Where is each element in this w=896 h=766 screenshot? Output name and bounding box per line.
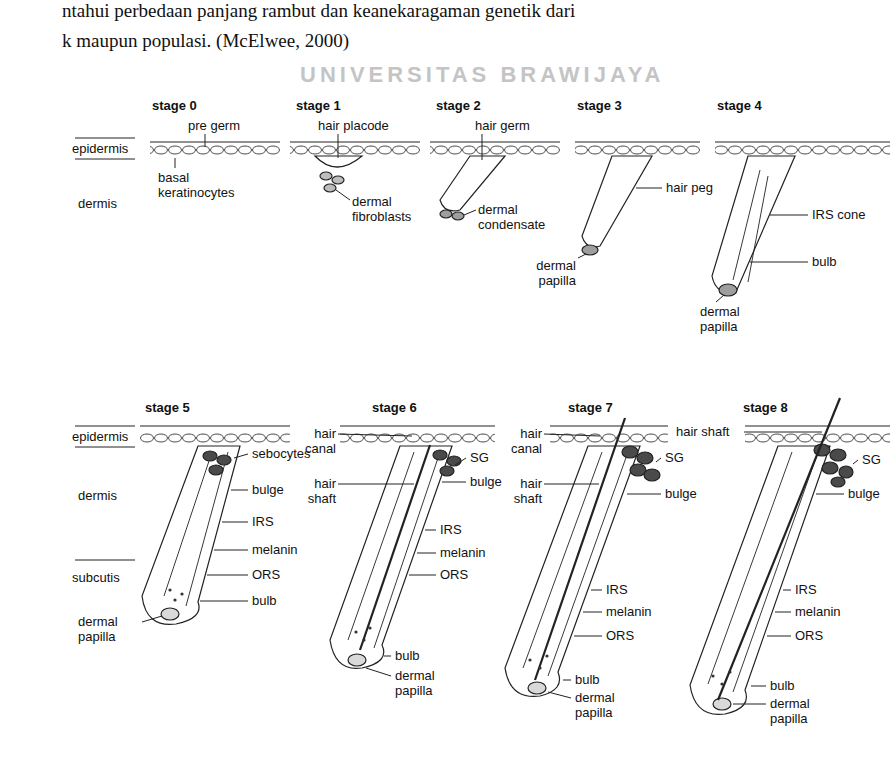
stage-label: stage 8 — [743, 400, 788, 415]
part-label: hair peg — [666, 180, 713, 195]
stage-label: stage 4 — [717, 98, 762, 113]
part-label: dermal papilla — [395, 668, 455, 698]
part-label: bulb — [770, 678, 795, 693]
part-label: bulb — [252, 593, 277, 608]
part-label: bulge — [665, 486, 697, 501]
part-label: hair germ — [475, 118, 530, 133]
part-label: hair shaft — [676, 424, 729, 439]
part-label: dermal papilla — [520, 258, 576, 288]
part-label: bulge — [470, 474, 502, 489]
part-label: ORS — [440, 567, 468, 582]
part-label: ORS — [606, 628, 634, 643]
stage-label: stage 6 — [372, 400, 417, 415]
part-label: hair canal — [296, 426, 336, 456]
stage-label: stage 5 — [145, 400, 190, 415]
stage-label: stage 2 — [436, 98, 481, 113]
part-label: dermal papilla — [575, 690, 635, 720]
part-label: dermal papilla — [700, 304, 760, 334]
part-label: pre germ — [188, 118, 240, 133]
part-label: dermal papilla — [770, 696, 830, 726]
part-label: dermal fibroblasts — [352, 194, 430, 224]
part-label: bulge — [848, 486, 880, 501]
part-label: melanin — [795, 604, 841, 619]
part-label: bulb — [575, 672, 600, 687]
layer-label: epidermis — [72, 429, 128, 444]
stage-label: stage 1 — [296, 98, 341, 113]
part-label: SG — [665, 450, 684, 465]
part-label: IRS — [795, 582, 817, 597]
body-text: k maupun populasi. (McElwee, 2000) — [62, 30, 349, 52]
part-label: hair placode — [318, 118, 389, 133]
part-label: melanin — [440, 545, 486, 560]
part-label: dermal papilla — [78, 614, 138, 644]
stage-label: stage 7 — [568, 400, 613, 415]
stage-label: stage 0 — [152, 98, 197, 113]
part-label: melanin — [252, 542, 298, 557]
part-label: SG — [862, 452, 881, 467]
part-label: IRS — [606, 582, 628, 597]
part-label: bulb — [812, 254, 837, 269]
part-label: IRS — [440, 522, 462, 537]
part-label: hair shaft — [502, 476, 542, 506]
part-label: hair shaft — [296, 476, 336, 506]
watermark: UNIVERSITAS BRAWIJAYA — [300, 62, 664, 88]
part-label: ORS — [795, 628, 823, 643]
layer-label: subcutis — [72, 570, 120, 585]
body-text: ntahui perbedaan panjang rambut dan kean… — [62, 0, 575, 22]
part-label: basal keratinocytes — [158, 170, 248, 200]
layer-label: epidermis — [72, 141, 128, 156]
part-label: sebocytes — [252, 446, 311, 461]
layer-label: dermis — [78, 488, 117, 503]
stage-label: stage 3 — [577, 98, 622, 113]
part-label: hair canal — [502, 426, 542, 456]
part-label: melanin — [606, 604, 652, 619]
part-label: dermal condensate — [478, 202, 560, 232]
part-label: IRS cone — [812, 207, 865, 222]
part-label: bulb — [395, 648, 420, 663]
part-label: bulge — [252, 482, 284, 497]
part-label: SG — [470, 450, 489, 465]
part-label: ORS — [252, 567, 280, 582]
part-label: IRS — [252, 514, 274, 529]
layer-label: dermis — [78, 196, 117, 211]
